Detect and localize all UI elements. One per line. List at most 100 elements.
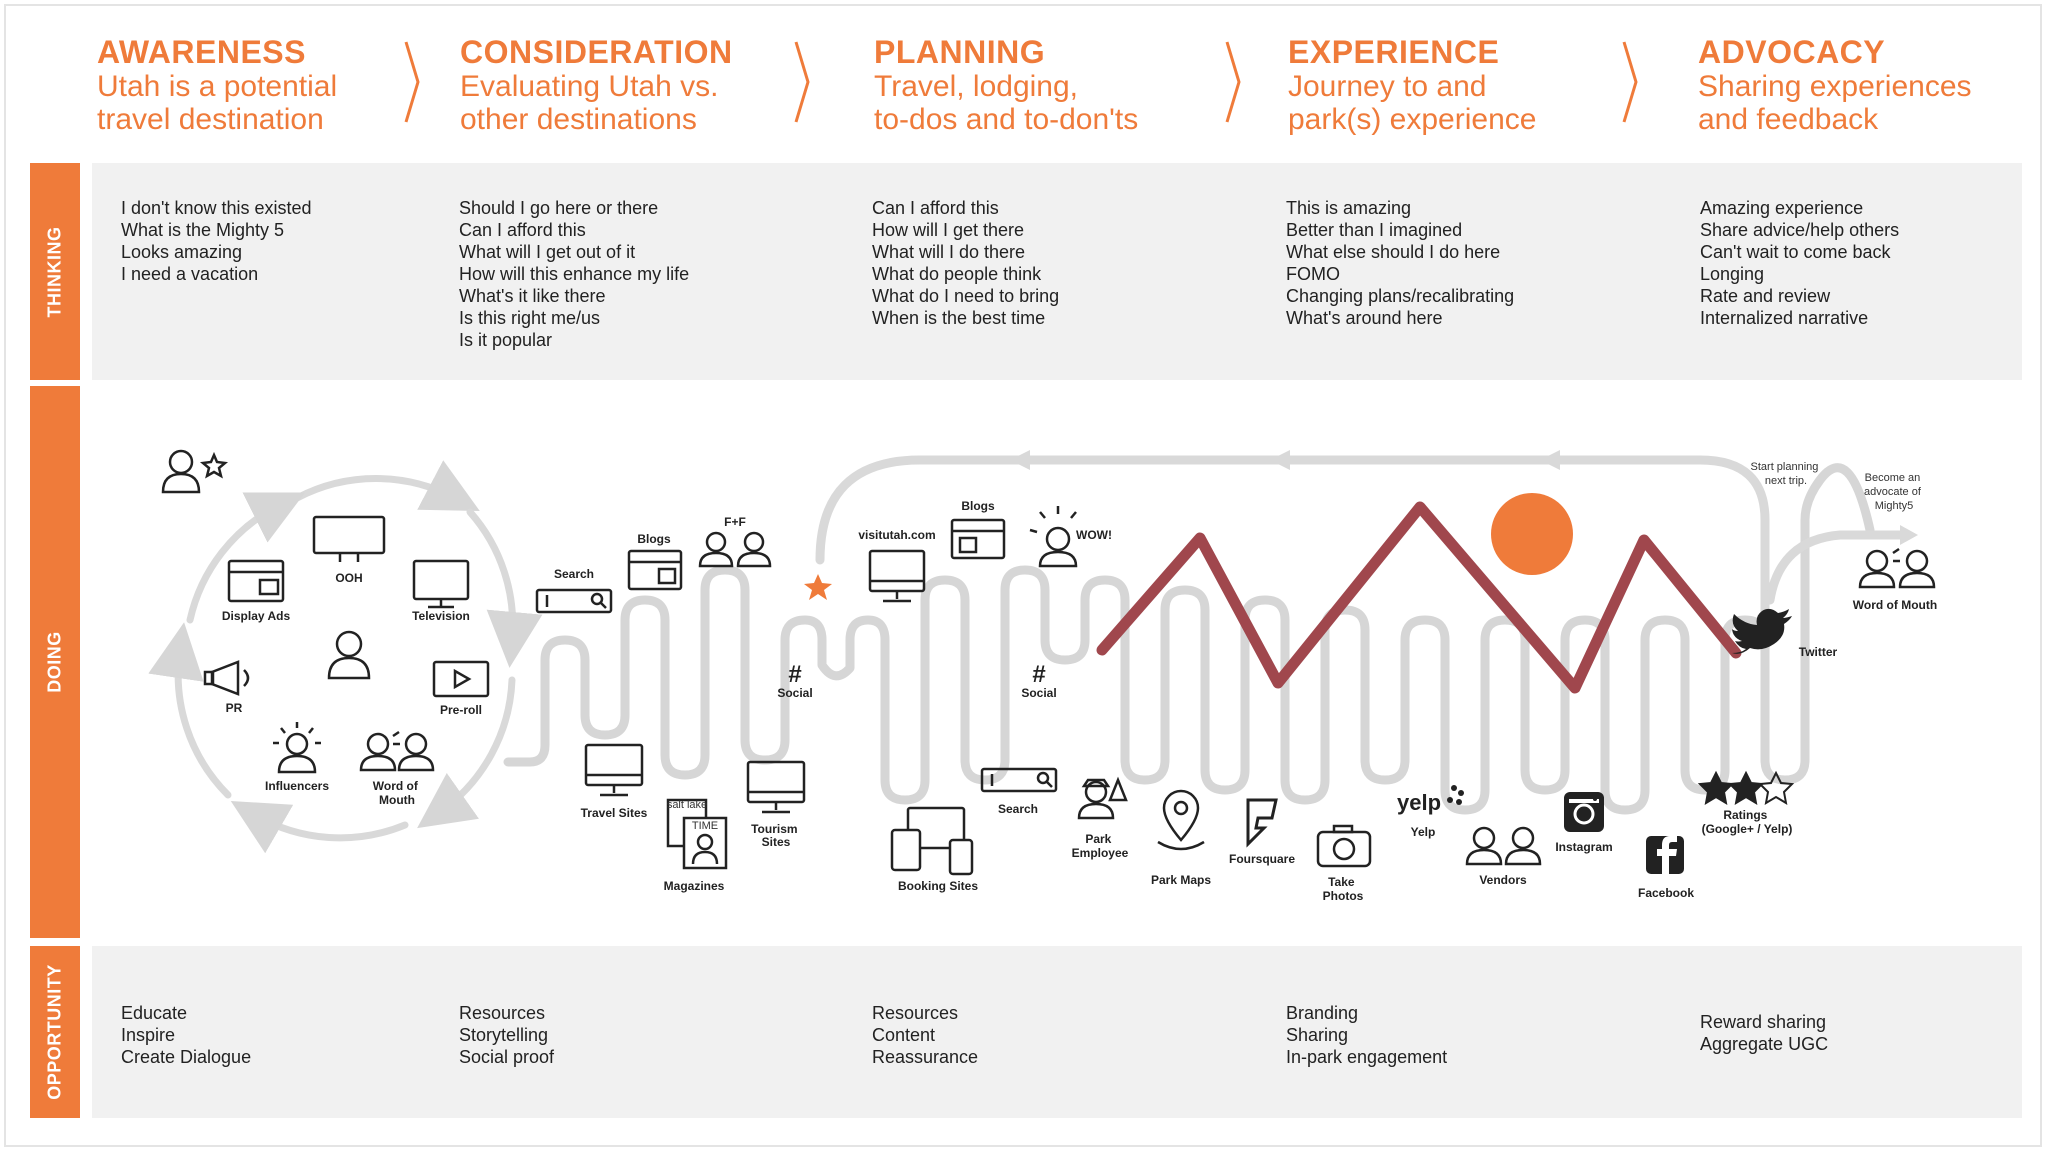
instagram-icon: [1564, 792, 1604, 832]
facebook-label: Facebook: [1638, 886, 1694, 900]
list-item: What will I do there: [872, 242, 1026, 262]
note-line2: next trip.: [1765, 475, 1807, 487]
megaphone-icon: [203, 660, 250, 696]
wow-person-icon: [1029, 506, 1078, 568]
list-item: Resources: [872, 1003, 959, 1023]
advocacy-path: [1765, 530, 1910, 605]
influencers-label: Influencers: [265, 779, 329, 793]
thinking-list: Amazing experience Share advice/help oth…: [1700, 197, 1899, 329]
facebook-icon: [1646, 836, 1684, 874]
tourism-sites-icon: [746, 760, 806, 814]
list-item: I don't know this existed: [121, 198, 312, 218]
rating-stars-icon: [1697, 770, 1795, 805]
booking-sites-icon: [890, 806, 974, 876]
return-path: [815, 455, 1770, 625]
social-label: Social: [777, 686, 812, 700]
stage-title: ADVOCACY: [1698, 34, 1886, 70]
vendors-icon: [1465, 826, 1542, 866]
yelp-burst-icon: [1447, 785, 1464, 805]
magazine-cover-label: salt lake: [667, 799, 707, 811]
vendors-label: Vendors: [1479, 873, 1527, 887]
stage-title: CONSIDERATION: [460, 34, 733, 70]
search-label: Search: [554, 567, 594, 581]
list-item: Educate: [121, 1003, 188, 1023]
magazine-cover-label: TIME: [692, 820, 718, 832]
television-label: Television: [412, 609, 470, 623]
wow-label: WOW!: [1076, 528, 1112, 542]
list-item: Social proof: [459, 1047, 555, 1067]
thinking-list: Should I go here or there Can I afford t…: [459, 197, 689, 351]
list-item: Aggregate UGC: [1700, 1034, 1829, 1054]
magazines-label: Magazines: [664, 879, 725, 893]
influencer-icon: [273, 722, 321, 774]
list-item: Can't wait to come back: [1700, 242, 1891, 262]
twitter-label: Twitter: [1799, 645, 1838, 659]
word-of-mouth-icon: [1858, 547, 1936, 589]
list-item: Looks amazing: [121, 242, 243, 262]
list-item: What do people think: [872, 264, 1042, 284]
list-item: Create Dialogue: [121, 1047, 252, 1067]
display-ad-icon: [227, 559, 285, 603]
opportunity-list: Branding Sharing In-park engagement: [1286, 1002, 1447, 1068]
visitutah-label: visitutah.com: [858, 528, 935, 542]
person-icon: [327, 630, 371, 680]
stage-title: AWARENESS: [97, 34, 306, 70]
chevron-right-icon: [794, 41, 810, 123]
list-item: Reward sharing: [1700, 1012, 1827, 1032]
word-of-mouth-label-line1: Word of: [373, 779, 419, 793]
park-employee-label-line1: Park: [1085, 832, 1111, 846]
outer-frame: [4, 4, 2042, 1147]
list-item: What's around here: [1286, 308, 1443, 328]
search-bar-icon: [535, 588, 613, 614]
pre-roll-label: Pre-roll: [440, 703, 482, 717]
television-icon: [412, 559, 470, 609]
billboard-icon: [312, 515, 386, 562]
hashtag-icon: #: [788, 661, 801, 688]
stage-planning: PLANNING Travel, lodging, to-dos and to-…: [874, 34, 1138, 136]
stage-title: PLANNING: [874, 34, 1046, 70]
search-bar-icon: [980, 767, 1058, 793]
twitter-icon: [1732, 608, 1792, 654]
stage-awareness: AWARENESS Utah is a potential travel des…: [97, 34, 337, 136]
stage-subtitle: Evaluating Utah vs. other destinations: [460, 70, 719, 136]
instagram-label: Instagram: [1555, 840, 1612, 854]
list-item: Rate and review: [1700, 286, 1831, 306]
list-item: Storytelling: [459, 1025, 549, 1045]
video-player-icon: [432, 660, 490, 698]
stage-title: EXPERIENCE: [1288, 34, 1500, 70]
list-item: What's it like there: [459, 286, 606, 306]
list-item: This is amazing: [1286, 198, 1412, 218]
tourism-sites-label-line2: Sites: [762, 835, 791, 849]
display-ads-label: Display Ads: [222, 609, 291, 623]
list-item: Is it popular: [459, 330, 553, 350]
list-item: Longing: [1700, 264, 1765, 284]
ff-label: F+F: [724, 515, 746, 529]
opportunity-row-tab: OPPORTUNITY: [30, 946, 80, 1118]
start-planning-note: Start planning next trip.: [1751, 461, 1822, 487]
thinking-row-tab: THINKING: [30, 163, 80, 380]
list-item: Sharing: [1286, 1025, 1349, 1045]
list-item: What will I get out of it: [459, 242, 636, 262]
list-item: Resources: [459, 1003, 546, 1023]
yelp-logo: yelp: [1397, 790, 1441, 815]
list-item: In-park engagement: [1286, 1047, 1448, 1067]
park-employee-icon: [1077, 776, 1128, 820]
stage-advocacy: ADVOCACY Sharing experiences and feedbac…: [1698, 34, 1972, 136]
magazines-icon: [666, 798, 728, 870]
list-item: Can I afford this: [459, 220, 586, 240]
chevron-right-icon: [1622, 41, 1638, 123]
sun: [1491, 493, 1573, 575]
stage-experience: EXPERIENCE Journey to and park(s) experi…: [1288, 34, 1536, 136]
list-item: FOMO: [1286, 264, 1340, 284]
list-item: Share advice/help others: [1700, 220, 1900, 240]
foursquare-icon: [1246, 798, 1278, 848]
opportunity-row: [92, 946, 2022, 1118]
word-of-mouth-label: Word of Mouth: [373, 779, 421, 807]
stage-subtitle: Sharing experiences and feedback: [1698, 70, 1972, 136]
blogs-label: Blogs: [637, 532, 671, 546]
doing-row-tab: DOING: [30, 386, 80, 938]
list-item: Changing plans/recalibrating: [1286, 286, 1515, 306]
mountains: [1096, 501, 1742, 694]
ratings-label: Ratings (Google+ / Yelp): [1702, 808, 1793, 836]
thinking-list: Can I afford this How will I get there W…: [872, 197, 1059, 329]
